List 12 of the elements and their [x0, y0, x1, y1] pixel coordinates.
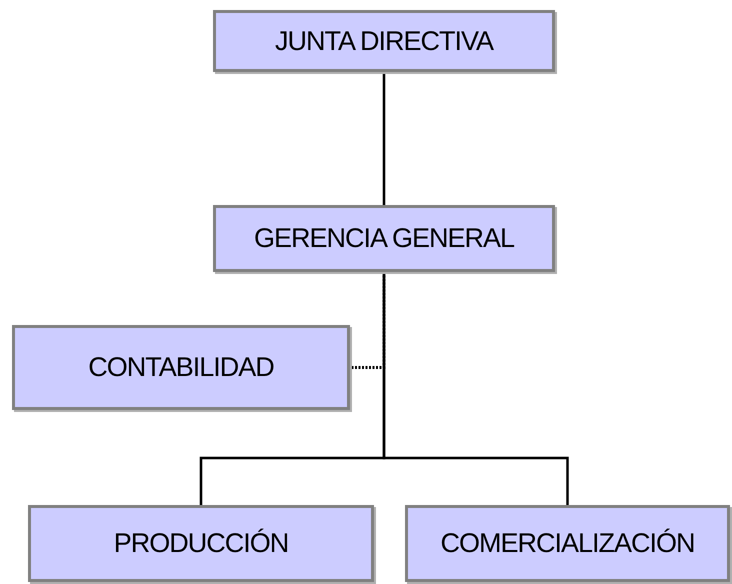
box-label: COMERCIALIZACIÓN: [440, 528, 695, 559]
connector-line: [382, 72, 386, 205]
box-label: GERENCIA GENERAL: [254, 223, 514, 254]
org-box: [28, 505, 374, 582]
connector-line: [382, 272, 569, 505]
box-label: CONTABILIDAD: [88, 352, 274, 383]
org-box: [12, 325, 350, 410]
box-label: JUNTA DIRECTIVA: [274, 26, 494, 56]
org-box: [405, 505, 730, 582]
box-label: PRODUCCIÓN: [114, 528, 288, 559]
org-box: [213, 205, 555, 272]
org-box: [213, 10, 555, 72]
